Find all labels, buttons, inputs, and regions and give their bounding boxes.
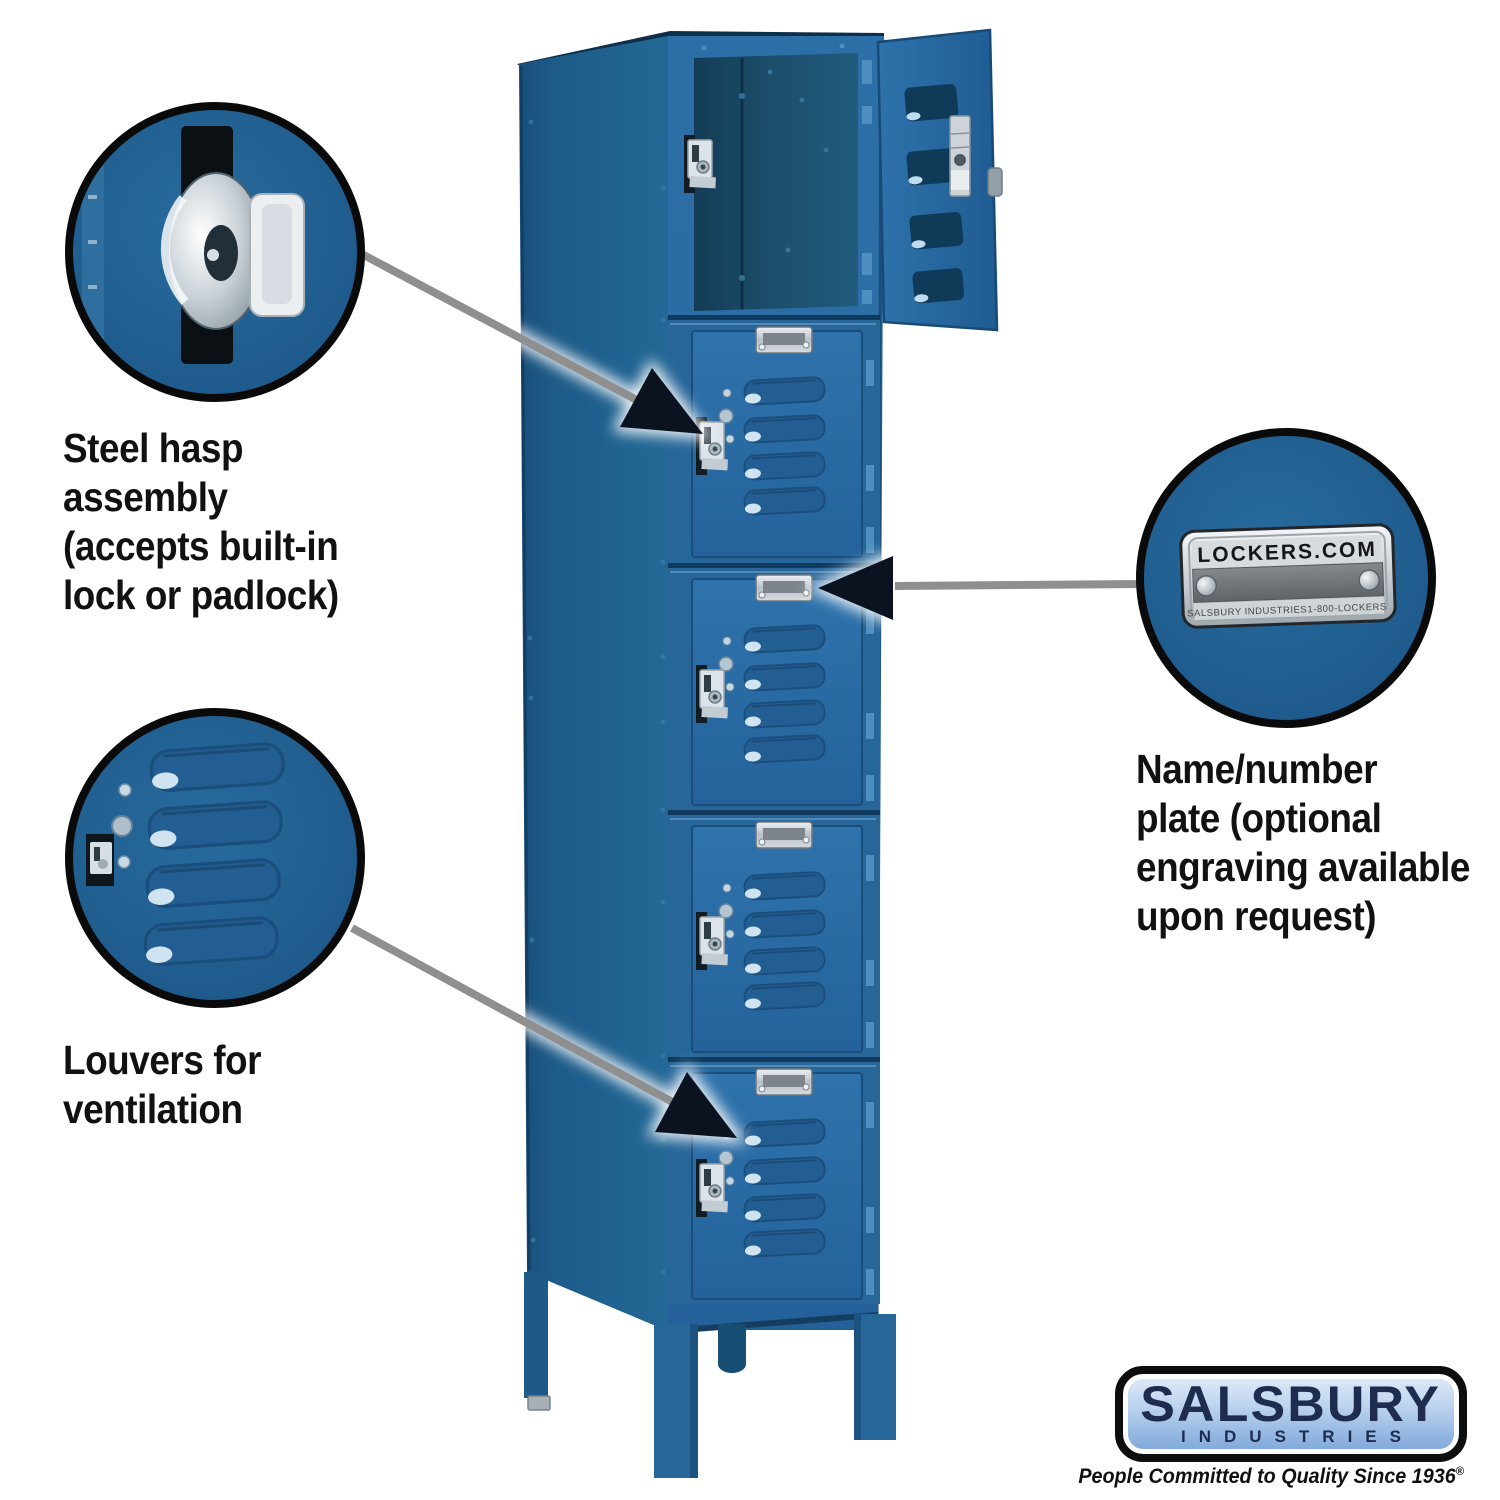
callout-arrow-plate [818, 556, 1144, 620]
open-door-louvers [904, 83, 965, 304]
caption-line: lock or padlock) [63, 572, 339, 618]
door-latch-knob [987, 167, 1003, 197]
callout-arrow-hasp [356, 248, 703, 434]
callout-arrows [348, 244, 1144, 1144]
door-latch-assembly [949, 115, 1003, 197]
caption-line: plate (optional [1136, 795, 1382, 841]
compartment-interior [694, 53, 860, 311]
open-door [876, 28, 1003, 332]
plate-phone: 1-800-LOCKERS [1307, 602, 1387, 616]
locker-cabinet [517, 28, 1003, 1478]
locker-side-panel [519, 36, 668, 1331]
caption-line: upon request) [1136, 893, 1377, 939]
tagline-text: People Committed to Quality Since 1936 [1078, 1465, 1456, 1488]
louver-closeup-graphic [86, 741, 287, 968]
locker-door-tier4 [668, 810, 880, 1057]
caption-line: engraving available [1136, 844, 1470, 890]
name-plate-detail-circle: LOCKERS.COM SALSBURY INDUSTRIES 1-800-LO… [1136, 428, 1436, 728]
caption-line: Steel hasp [63, 425, 244, 471]
leg-foot [527, 1395, 551, 1411]
plate-screw-left [1195, 575, 1218, 597]
caption-line: ventilation [63, 1086, 243, 1132]
locker-legs [524, 1272, 896, 1478]
salsbury-logo: SALSBURY INDUSTRIES [1115, 1366, 1467, 1462]
hasp-detail-circle [65, 102, 365, 402]
open-compartment [668, 36, 884, 320]
hasp-closeup-graphic [160, 126, 305, 364]
caption-line: assembly [63, 474, 228, 520]
registered-mark: ® [1455, 1464, 1464, 1478]
name-plate-graphic: LOCKERS.COM SALSBURY INDUSTRIES 1-800-LO… [1179, 523, 1397, 629]
callout-text-name-plate: Name/number plate (optional engraving av… [1136, 745, 1470, 941]
interior-hasp [683, 134, 717, 194]
louver-detail-circle [65, 708, 365, 1008]
callout-arrow-louvers [350, 924, 737, 1138]
callout-text-steel-hasp: Steel hasp assembly (accepts built-in lo… [63, 424, 339, 620]
plate-screw-right [1358, 569, 1380, 591]
caption-line: Louvers for [63, 1037, 262, 1083]
caption-line: Name/number [1136, 746, 1378, 792]
callout-text-louvers: Louvers for ventilation [63, 1036, 261, 1134]
logo-wordmark: SALSBURY [1140, 1375, 1442, 1432]
logo-industries-label: INDUSTRIES [1181, 1426, 1414, 1446]
logo-tagline: People Committed to Quality Since 1936® [1065, 1464, 1464, 1489]
plate-maker: SALSBURY INDUSTRIES [1187, 604, 1307, 619]
caption-line: (accepts built-in [63, 523, 339, 569]
